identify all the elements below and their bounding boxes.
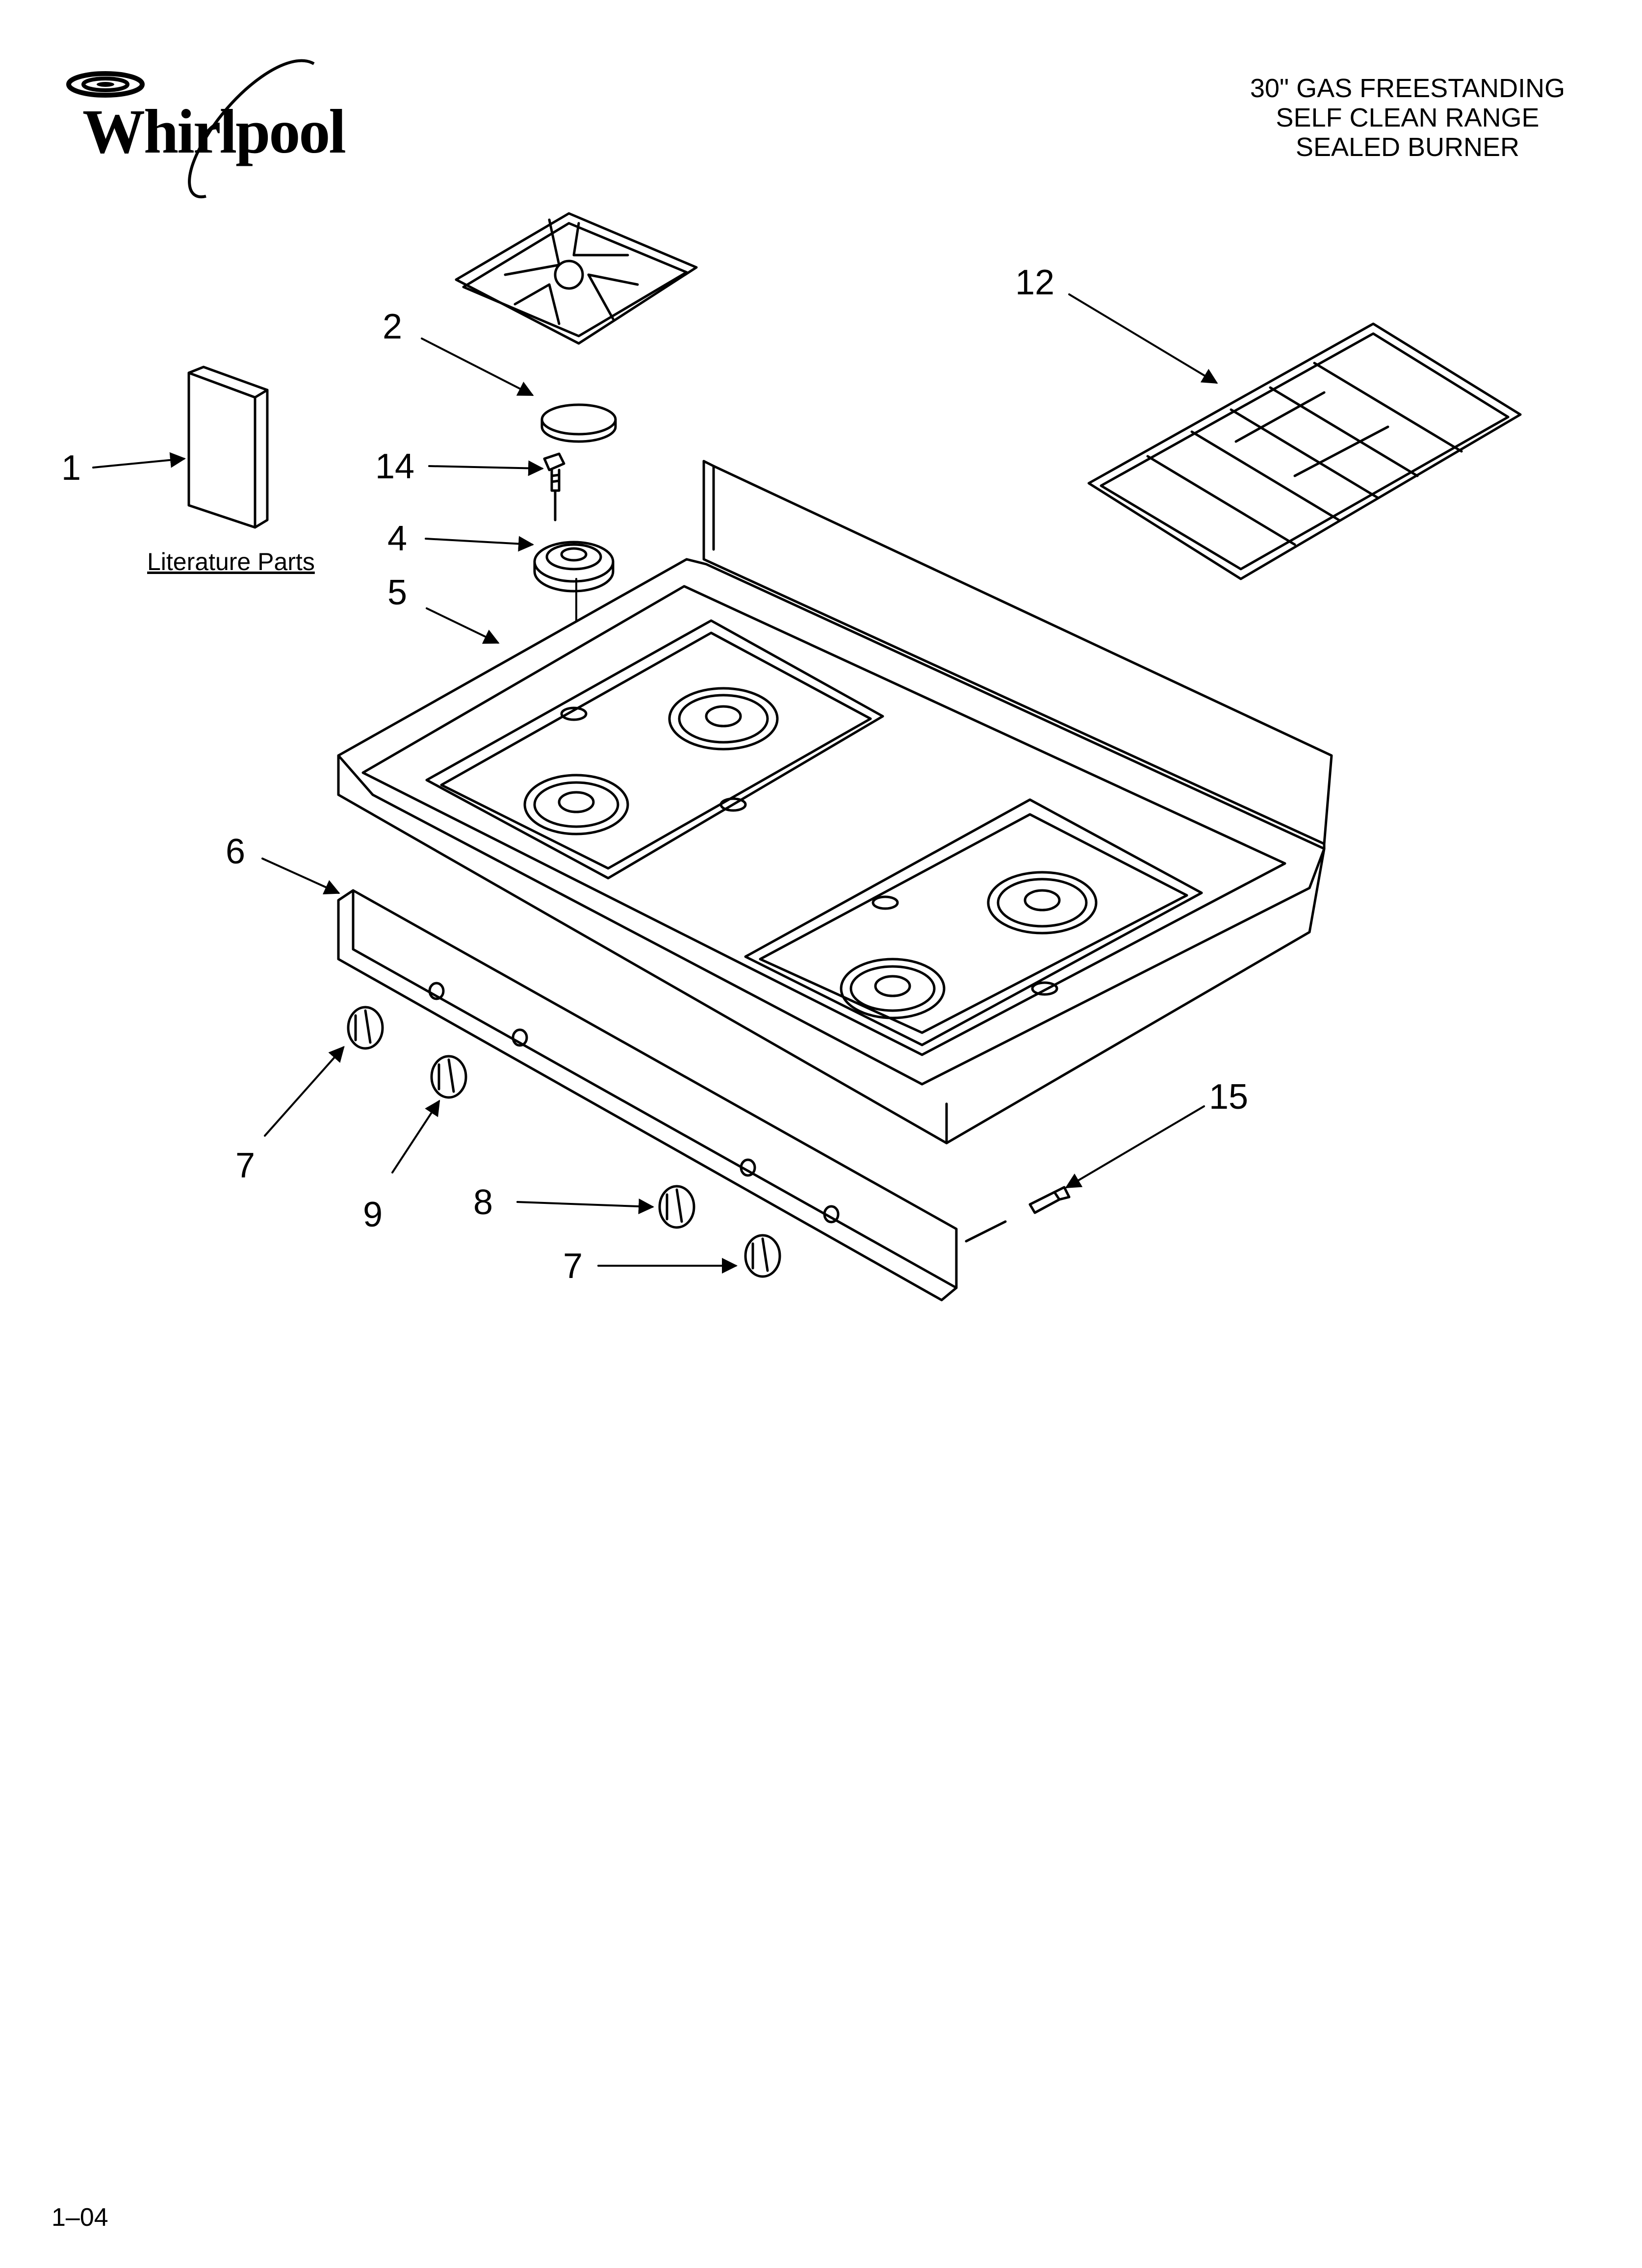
callout-6: 6 [226,832,246,871]
literature-booklet [187,365,269,529]
logo-swirl-icon [66,59,315,199]
title-line-2: SELF CLEAN RANGE [1276,103,1539,132]
control-panel [337,889,1007,1302]
whirlpool-logo: Whirlpool [59,54,346,211]
burner-grate [455,212,698,345]
burner-cap [540,403,617,443]
title-line-3: SEALED BURNER [1295,132,1520,162]
callout-5: 5 [387,573,408,612]
page-title: 30" GAS FREESTANDING SELF CLEAN RANGE SE… [1167,74,1642,162]
callout-7-right: 7 [563,1247,583,1286]
brand-wordmark: Whirlpool [82,97,346,166]
screw-icon [543,452,565,521]
page-code: 1–04 [51,2203,108,2232]
callout-14: 14 [375,447,415,486]
dual-grate [1087,322,1522,580]
cooktop [337,460,1333,1145]
knob-icon [744,1234,781,1278]
knob-icon [430,1055,467,1099]
callout-7-left: 7 [235,1146,256,1185]
title-line-1: 30" GAS FREESTANDING [1250,74,1565,103]
callout-1: 1 [61,448,81,488]
callout-4: 4 [387,519,408,558]
knob-icon [658,1185,695,1229]
callout-8: 8 [473,1183,493,1222]
callout-15: 15 [1209,1077,1249,1117]
literature-parts-label: Literature Parts [147,548,315,575]
screw-icon [1028,1186,1071,1214]
knob-icon [347,1006,384,1050]
callout-2: 2 [383,307,403,346]
callout-9: 9 [363,1195,383,1234]
callout-12: 12 [1015,263,1055,302]
